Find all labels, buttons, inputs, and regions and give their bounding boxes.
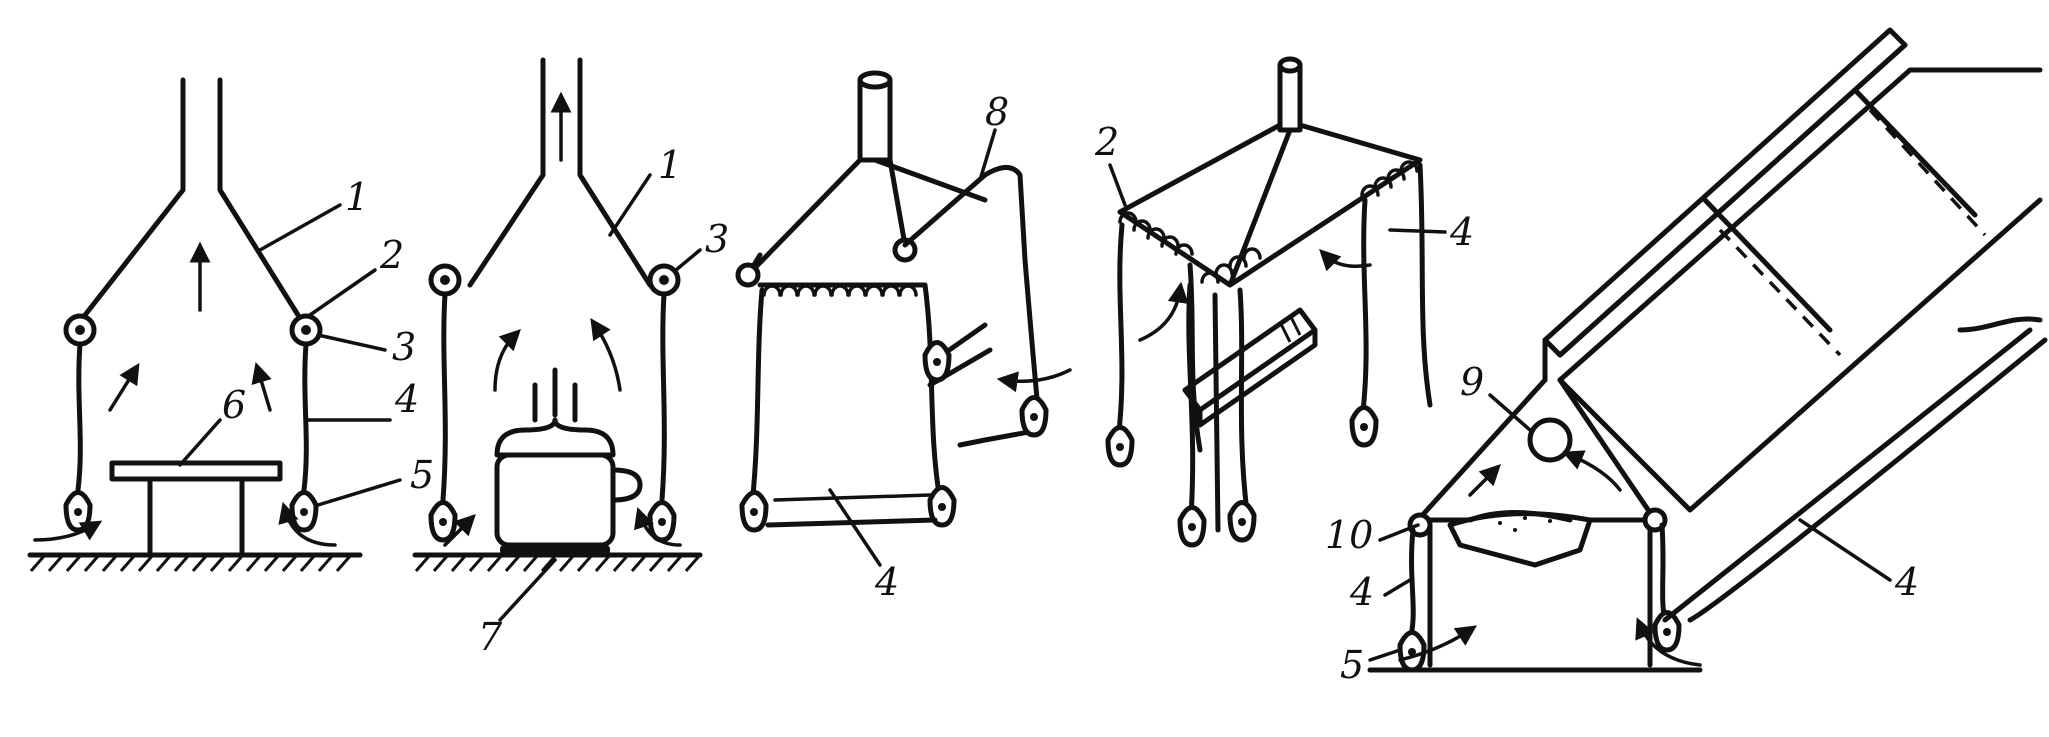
ground-hatch-line [612,554,630,572]
label-4: 4 [1349,570,1374,614]
ground-hatch-line [173,554,191,572]
ground-hatch-line [414,554,432,572]
curtain-hanging-loop [1160,235,1180,248]
figure-2-hood-over-pot: 1 3 7 [412,57,729,659]
pipe-3 [857,77,893,163]
ground-hatch-line [263,554,281,572]
ground-hatch-line [317,554,335,572]
ground-2 [412,552,703,572]
curtain-hanging-loop [1214,263,1234,276]
table-top [109,460,283,482]
ground-hatch-line [137,554,155,572]
curtain-right-4 [1359,162,1433,423]
curtain-hanging-loop [1360,184,1380,197]
ground-hatch-line [450,554,468,572]
ground-hatch-line [630,554,648,572]
ground-hatch-line [227,554,245,572]
curtain-hanging-loop [796,284,816,297]
label-1: 1 [345,175,369,219]
curtain-hanging-loop [847,284,867,297]
ground-hatch-line [245,554,263,572]
ground-hatch-line [486,554,504,572]
curtain-hanging-loop [762,284,782,297]
label-9: 9 [1460,360,1484,404]
curtain-hanging-loop [1200,271,1220,284]
curtain-hanging-loop [1174,243,1194,256]
curtain-hanging-loop [1146,227,1166,240]
ground-hatch-line [29,554,47,572]
label-5: 5 [1340,643,1364,687]
pipe-4 [1277,62,1303,133]
label-4: 4 [874,560,899,604]
ground-hatch-line [83,554,101,572]
curtain-right-1 [301,341,309,493]
label-3: 3 [392,325,416,369]
ground-hatch-line [594,554,612,572]
curtain-hanging-loop [1373,176,1393,189]
ground-hatch-line [666,554,684,572]
ground-hatch-line [209,554,227,572]
ground-1 [27,552,363,572]
ground-hatch-line [558,554,576,572]
label-10: 10 [1325,513,1373,557]
ground-hatch-line [191,554,209,572]
figure-4-canopy: 2 4 [1094,56,1474,548]
ground-hatch-line [119,554,137,572]
curtain-hanging-loop [813,284,833,297]
curtain-hanging-loop [830,284,850,297]
ground-hatch-line [576,554,594,572]
curtain-hanging-loop [1118,211,1138,224]
curtain-hanging-loop [1386,168,1406,181]
figure-5-tunnel-hood: 9 10 4 5 4 [1325,27,2048,687]
cooking-pot [494,417,643,555]
ground-hatch-line [155,554,173,572]
ground-hatch-line [504,554,522,572]
label-4: 4 [1449,210,1474,254]
label-2: 2 [379,233,404,277]
label-4: 4 [1894,560,1919,604]
label-7: 7 [478,615,503,659]
ground-hatch-line [522,554,540,572]
curtain-hanging-loop [779,284,799,297]
label-3: 3 [705,217,729,261]
curtain-hanging-loop [1399,160,1419,173]
curtain-hanging-loop [1228,255,1248,268]
ground-hatch-line [299,554,317,572]
ground-hatch-line [65,554,83,572]
label-4: 4 [394,377,419,421]
curtain-left-2 [440,291,448,503]
ground-hatch-line [335,554,353,572]
ground-hatch-line [281,554,299,572]
exhaust-vent-ring [1527,417,1573,463]
curtain-hanging-loop [1132,219,1152,232]
label-2: 2 [1094,120,1119,164]
ground-hatch-line [47,554,65,572]
curtain-hanging-loop [864,284,884,297]
figure-1-hood-over-table: 1 2 3 4 6 5 [27,77,434,572]
chimney-pipe-1 [82,77,301,318]
ground-hatch-line [101,554,119,572]
curtain-hanging-loop [898,284,918,297]
curtain-hanging-loop [1242,247,1262,260]
figure-3-curtain-frame: 8 4 [735,70,1072,604]
curtain-panel-3 [749,282,943,508]
stove-plate [1447,510,1593,568]
label-8: 8 [985,90,1009,134]
curtain-right-2 [659,291,667,503]
ground-hatch-line [432,554,450,572]
label-6: 6 [222,383,246,427]
ground-hatch-line [684,554,702,572]
chimney-pipe-2 [467,57,653,288]
label-5: 5 [410,453,434,497]
label-1: 1 [658,143,682,187]
ground-hatch-line [648,554,666,572]
curtain-left-1 [75,341,83,493]
curtain-hanging-loop [881,284,901,297]
ground-hatch-line [540,554,558,572]
ground-hatch-line [468,554,486,572]
